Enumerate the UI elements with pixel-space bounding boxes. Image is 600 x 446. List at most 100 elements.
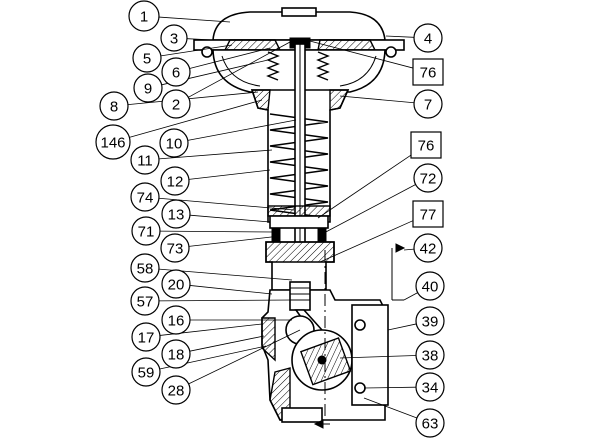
callout-2: 2 — [161, 89, 191, 119]
callout-circle-shape — [161, 375, 191, 405]
callout-40: 40 — [415, 271, 445, 301]
callout-circle-shape — [160, 166, 190, 196]
callout-11: 11 — [130, 145, 160, 175]
case-spring-right — [316, 51, 330, 81]
top-plug — [281, 7, 317, 17]
yoke — [250, 43, 350, 285]
callout-number: 12 — [167, 174, 184, 191]
callout-76-box: 76 — [412, 58, 444, 86]
callout-146: 146 — [95, 124, 131, 160]
callout-number: 57 — [137, 294, 154, 311]
callout-number: 42 — [420, 241, 437, 258]
callout-7: 7 — [413, 89, 443, 119]
leader-line-76 — [317, 152, 415, 219]
callout-circle-shape — [130, 286, 160, 316]
callout-circle-shape — [415, 306, 445, 336]
leader-line-72 — [321, 184, 416, 235]
leader-line-13 — [189, 214, 271, 223]
leader-line-73 — [188, 235, 281, 247]
callout-number: 59 — [138, 365, 155, 382]
cover-bolt-bottom — [354, 382, 366, 394]
callout-76-box: 76 — [410, 131, 442, 159]
callout-circle-shape — [131, 216, 161, 246]
leader-line-38 — [339, 355, 417, 359]
cover-bolt-top — [354, 319, 366, 331]
leader-line-34 — [363, 386, 417, 389]
section-arrow-top — [395, 243, 406, 253]
callout-71: 71 — [131, 216, 161, 246]
callout-number: 16 — [168, 313, 185, 330]
callout-number: 6 — [172, 65, 180, 82]
callout-9: 9 — [133, 73, 163, 103]
callout-circle-shape — [413, 89, 443, 119]
callout-number: 13 — [168, 207, 185, 224]
callout-57: 57 — [130, 286, 160, 316]
callout-5: 5 — [132, 43, 162, 73]
callout-3: 3 — [160, 24, 188, 52]
callout-number: 17 — [138, 330, 155, 347]
callout-circle-shape — [95, 124, 131, 160]
left-port-wall — [261, 317, 276, 362]
stem-coupling — [289, 281, 311, 311]
callout-number: 20 — [168, 277, 185, 294]
leader-line-77 — [319, 219, 416, 263]
section-mark-top — [391, 248, 404, 301]
callout-circle-shape — [161, 339, 191, 369]
leader-line-10 — [187, 119, 297, 141]
callout-circle-shape — [130, 253, 160, 283]
callout-13: 13 — [161, 199, 191, 229]
callout-number: 76 — [420, 65, 437, 82]
callout-number: 58 — [137, 261, 154, 278]
leader-line-57 — [158, 299, 293, 302]
callout-number: 1 — [140, 9, 148, 26]
callout-circle-shape — [161, 269, 191, 299]
callout-number: 10 — [166, 136, 183, 153]
callout-number: 3 — [170, 31, 178, 48]
callout-28: 28 — [161, 375, 191, 405]
callout-number: 39 — [422, 314, 439, 331]
callout-circle-shape — [160, 24, 188, 52]
callout-number: 72 — [420, 171, 437, 188]
diaphragm-plate-left — [223, 39, 282, 51]
leader-line-42 — [403, 248, 415, 251]
callout-circle-shape — [130, 145, 160, 175]
lock-nut-left — [271, 227, 281, 243]
callout-18: 18 — [161, 339, 191, 369]
callout-17: 17 — [131, 322, 161, 352]
yoke-flange-right — [329, 89, 350, 111]
callout-circle-shape — [161, 305, 191, 335]
callout-77-box: 77 — [412, 200, 444, 228]
callout-6: 6 — [161, 57, 191, 87]
shaft-center — [317, 355, 327, 365]
leader-line-63 — [363, 397, 418, 419]
upper-diaphragm-case — [212, 11, 386, 41]
callout-8: 8 — [99, 91, 129, 121]
callout-38: 38 — [415, 340, 445, 370]
leader-line-2 — [188, 41, 291, 98]
callout-74: 74 — [130, 182, 160, 212]
leader-line-5 — [160, 44, 233, 57]
case-spring-left — [266, 51, 280, 81]
leader-line-6 — [189, 47, 271, 69]
callout-circle-shape — [99, 91, 129, 121]
callout-circle-shape — [413, 233, 443, 263]
callout-circle-shape — [132, 43, 162, 73]
leader-line-76 — [305, 39, 415, 69]
callout-circle-shape — [413, 163, 443, 193]
callout-number: 28 — [168, 383, 185, 400]
callout-number: 74 — [137, 190, 154, 207]
callout-number: 38 — [422, 348, 439, 365]
callout-circle-shape — [161, 89, 191, 119]
callout-number: 71 — [138, 224, 155, 241]
callout-circle-shape — [131, 357, 161, 387]
callout-4: 4 — [413, 23, 443, 53]
leader-line-71 — [159, 230, 275, 233]
section-line — [313, 243, 406, 429]
bonnet-flange — [265, 241, 335, 263]
leader-line-74 — [158, 197, 295, 211]
callout-circle-shape — [415, 408, 445, 438]
leader-line-3 — [186, 38, 214, 41]
callout-box-shape — [410, 131, 442, 159]
callout-34: 34 — [415, 372, 445, 402]
